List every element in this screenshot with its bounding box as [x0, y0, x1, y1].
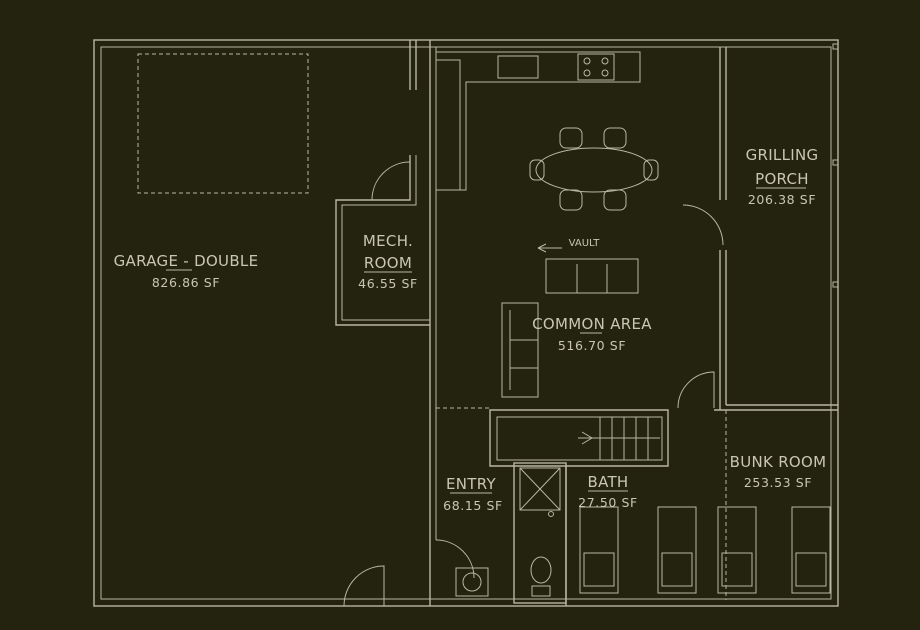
exterior-walls	[93, 39, 839, 607]
bunk-room	[565, 409, 838, 606]
bunk-beds	[579, 506, 831, 594]
bunk-area: 253.53 SF	[744, 475, 812, 490]
common-name: COMMON AREA	[532, 315, 652, 333]
vault-label: VAULT	[569, 238, 601, 249]
sofa	[501, 302, 539, 398]
common-door-swing	[677, 371, 715, 409]
common-area-value: 516.70 SF	[558, 338, 626, 353]
shower	[519, 467, 561, 511]
garage-name: GARAGE - DOUBLE	[114, 252, 259, 270]
entry-door-swing	[435, 539, 475, 579]
garage-room	[137, 40, 417, 607]
garage-parking-outline	[137, 53, 309, 194]
bath-area: 27.50 SF	[578, 495, 638, 510]
entry-area: 68.15 SF	[443, 498, 503, 513]
kitchen-sink	[497, 55, 539, 79]
label-underlines	[166, 187, 806, 494]
vault-arrow	[537, 243, 562, 253]
grilling-porch	[726, 43, 839, 406]
mech-name-line1: MECH.	[363, 232, 413, 250]
cooktop	[577, 53, 615, 81]
stair	[489, 409, 669, 467]
room-labels: GARAGE - DOUBLE 826.86 SF MECH. ROOM 46.…	[114, 146, 827, 513]
common-area	[429, 40, 727, 606]
entry-name: ENTRY	[446, 475, 497, 493]
mech-name-line2: ROOM	[364, 254, 412, 272]
garage-area: 826.86 SF	[152, 275, 220, 290]
dining-table	[529, 127, 659, 211]
mech-area: 46.55 SF	[358, 276, 418, 291]
garage-door-swing	[343, 565, 385, 607]
washer	[455, 567, 489, 597]
porch-door-swing	[682, 204, 724, 246]
mech-door-swing	[371, 161, 411, 201]
bath-room	[513, 462, 567, 604]
porch-name-line1: GRILLING	[746, 146, 819, 164]
porch-area: 206.38 SF	[748, 192, 816, 207]
bath-name: BATH	[587, 473, 628, 491]
kitchen-counters	[435, 51, 641, 191]
entry-room	[435, 539, 489, 597]
porch-name-line2: PORCH	[755, 170, 809, 188]
bunk-name: BUNK ROOM	[730, 453, 827, 471]
toilet	[530, 556, 552, 584]
coffee-table	[545, 258, 639, 294]
mech-room	[335, 155, 430, 326]
